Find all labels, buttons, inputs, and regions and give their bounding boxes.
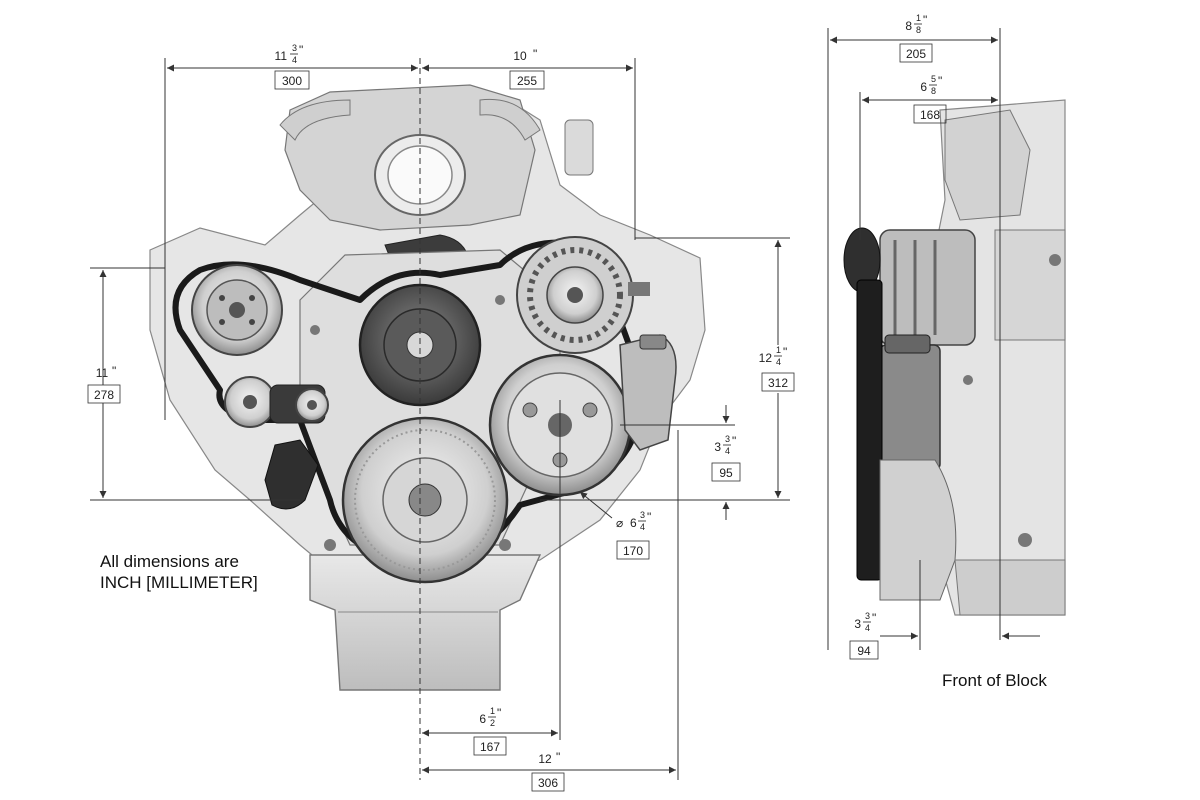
svg-text:": " (872, 611, 876, 625)
dim-num: 3 (292, 43, 297, 53)
svg-text:": " (783, 345, 787, 359)
dim-side-overall: 8 1 8 " 205 (899, 13, 933, 63)
dim-num: 1 (490, 706, 495, 716)
intake-runner (279, 99, 351, 141)
belt-tensioner (224, 376, 329, 428)
dim-whole: 12 (759, 351, 773, 365)
dim-mm: 168 (920, 108, 940, 122)
svg-text:": " (647, 510, 651, 524)
front-view-engine (149, 84, 706, 691)
water-pump-pulley (358, 283, 482, 407)
dim-top-left-width: 11 3 4 " 300 (275, 43, 310, 90)
dimension-lines (90, 28, 1040, 780)
side-head (994, 229, 1066, 341)
alternator-terminal (628, 282, 650, 296)
svg-text:": " (497, 706, 501, 720)
units-note-line1: All dimensions are (100, 552, 239, 571)
dim-den: 8 (916, 25, 921, 35)
reservoir-cap (639, 334, 667, 350)
alternator (516, 236, 650, 354)
units-note-line2: INCH [MILLIMETER] (100, 573, 258, 592)
svg-text:": " (923, 13, 927, 27)
dim-den: 4 (292, 55, 297, 65)
dim-den: 4 (776, 357, 781, 367)
ac-compressor-pulley (191, 264, 283, 356)
dim-ps-pulley-diameter: ⌀ 6 3 4 " 170 (616, 510, 651, 560)
dim-whole: 12 (538, 752, 552, 766)
dim-mm: 170 (623, 544, 643, 558)
dim-mm: 205 (906, 47, 926, 61)
dim-side-inner: 6 5 8 " 168 (913, 74, 947, 124)
svg-text:": " (112, 364, 116, 378)
dim-den: 4 (640, 522, 645, 532)
svg-text:": " (732, 434, 736, 448)
dim-num: 3 (725, 434, 730, 444)
dim-mm: 255 (517, 74, 537, 88)
dim-whole: 3 (714, 440, 721, 454)
bolt (310, 325, 320, 335)
dim-mm: 95 (719, 466, 733, 480)
bolt (495, 295, 505, 305)
dim-num: 5 (931, 74, 936, 84)
dim-bottom-outer: 12 " 306 (531, 750, 565, 792)
dim-whole: 6 (920, 80, 927, 94)
dim-left-height: 11 " 278 (87, 364, 121, 404)
front-of-block-label: Front of Block (942, 671, 1047, 690)
dim-mm: 312 (768, 376, 788, 390)
dim-num: 1 (776, 345, 781, 355)
dim-mm: 306 (538, 776, 558, 790)
side-ps-reservoir (879, 344, 941, 471)
bolt (324, 539, 336, 551)
bolt (499, 539, 511, 551)
dim-whole: 8 (905, 19, 912, 33)
dim-side-front: 3 3 4 " 94 (849, 611, 879, 660)
dim-mm: 300 (282, 74, 302, 88)
dim-num: 1 (916, 13, 921, 23)
dim-den: 4 (865, 623, 870, 633)
dim-num: 3 (640, 510, 645, 520)
dim-mm: 94 (857, 644, 871, 658)
dim-num: 3 (865, 611, 870, 621)
dim-top-right-width: 10 " 255 (509, 47, 545, 90)
dim-mm: 278 (94, 388, 114, 402)
dim-whole: 11 (275, 49, 288, 63)
intake-runner (479, 98, 541, 141)
crankshaft-damper (341, 416, 509, 584)
oil-pan (309, 554, 542, 691)
dim-prefix: ⌀ (616, 516, 623, 530)
front-of-block-caption: Front of Block (942, 670, 1047, 691)
dim-whole: 6 (479, 712, 486, 726)
side-damper (856, 279, 883, 581)
side-view-engine (843, 99, 1066, 616)
dim-mm: 167 (480, 740, 500, 754)
side-oil-pan (954, 559, 1066, 616)
lower-radiator-hose (264, 439, 319, 510)
dim-whole: 11 (96, 366, 109, 380)
dim-den: 8 (931, 86, 936, 96)
power-steering-reservoir (619, 334, 677, 451)
throttle-bore (387, 145, 453, 205)
svg-text:": " (299, 43, 303, 57)
dim-whole: 3 (854, 617, 861, 631)
dim-right-height: 12 1 4 " 312 (758, 345, 798, 393)
dim-ps-pulley-offset: 3 3 4 " 95 (711, 434, 741, 482)
dim-whole: 6 (630, 516, 637, 530)
side-timing-cover (879, 459, 957, 601)
dim-den: 2 (490, 718, 495, 728)
dim-whole: 10 (513, 49, 527, 63)
dim-bottom-inner: 6 1 2 " 167 (473, 706, 507, 756)
svg-text:": " (556, 750, 560, 764)
side-intake (944, 109, 1031, 221)
svg-text:": " (533, 47, 537, 61)
dim-den: 4 (725, 446, 730, 456)
oil-filler-neck (564, 119, 594, 176)
svg-text:": " (938, 74, 942, 88)
units-note: All dimensions are INCH [MILLIMETER] (100, 551, 258, 593)
